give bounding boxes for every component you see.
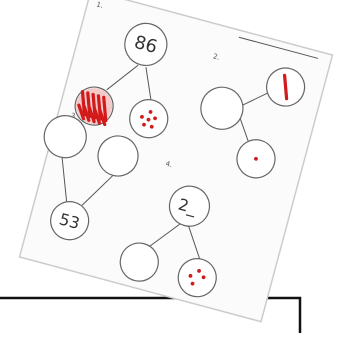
worksheet-paper: 1. 86 2. 3. (12, 0, 333, 322)
paper-sheet (20, 0, 333, 322)
